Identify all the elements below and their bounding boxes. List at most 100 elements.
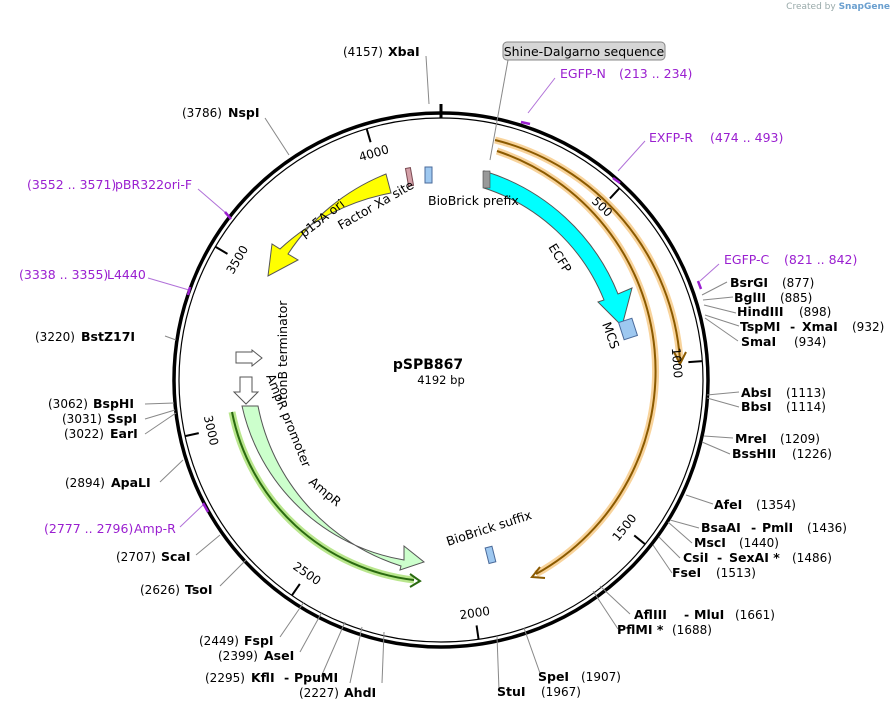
- site-scai: (2707) ScaI: [116, 549, 191, 564]
- svg-text:(3786): (3786): [182, 106, 222, 120]
- site-bsrgi: BsrGI (877): [730, 275, 814, 290]
- svg-text:PmlI: PmlI: [762, 520, 793, 535]
- svg-text:(898): (898): [799, 305, 831, 319]
- svg-text:(1354): (1354): [756, 498, 796, 512]
- tick-mark: [291, 583, 301, 596]
- tick-label: 3000: [201, 414, 221, 447]
- site-absi: AbsI(1113): [741, 385, 826, 400]
- feature-amprprom-arrow: [232, 376, 260, 405]
- credit-prefix: Created by: [786, 2, 836, 12]
- svg-text:-: -: [751, 520, 756, 535]
- svg-text:(1440): (1440): [739, 536, 779, 550]
- primer-pbr322ori-f: pBR322ori-F (3552 .. 3571): [27, 177, 232, 220]
- svg-text:FseI: FseI: [672, 565, 701, 580]
- svg-text:AseI: AseI: [264, 648, 294, 663]
- primer-amp-r: Amp-R (2777 .. 2796): [44, 502, 210, 536]
- svg-text:(885): (885): [780, 291, 812, 305]
- svg-text:(2295): (2295): [205, 671, 245, 685]
- svg-text:-: -: [284, 670, 289, 685]
- feature-mcs-box: [617, 317, 639, 341]
- primer-range-egfp-c: (821 .. 842): [784, 252, 857, 267]
- svg-text:PflMI *: PflMI *: [617, 622, 664, 637]
- site-tspmi-xmai: TspMI-XmaI(932): [740, 319, 884, 334]
- site-csii-sexai: CsiI-SexAI *(1486): [683, 550, 832, 565]
- svg-text:StuI: StuI: [497, 684, 526, 699]
- svg-text:(1513): (1513): [716, 566, 756, 580]
- site-bsshii: BssHII(1226): [732, 446, 832, 461]
- label-bbprefix: BioBrick prefix: [428, 193, 519, 208]
- feature-ampr-arrow: [241, 405, 426, 571]
- tick-marks: [184, 128, 703, 640]
- callout-label: Shine-Dalgarno sequence: [504, 44, 665, 59]
- site-hindiii: HindIII (898): [737, 304, 831, 319]
- callout-box: [502, 41, 666, 61]
- site-apali: (2894)ApaLI: [65, 475, 151, 490]
- svg-text:AhdI: AhdI: [344, 685, 376, 700]
- primer-name-pbr322ori-f: pBR322ori-F: [115, 177, 192, 192]
- primer-exfp-r: EXFP-R (474 .. 493): [612, 130, 783, 185]
- svg-text:SmaI: SmaI: [741, 334, 776, 349]
- svg-text:SspI: SspI: [107, 411, 137, 426]
- feature-bbsuffix-box: [484, 545, 497, 565]
- svg-text:ScaI: ScaI: [161, 549, 191, 564]
- svg-text:(2707): (2707): [116, 550, 156, 564]
- svg-text:(877): (877): [782, 276, 814, 290]
- tick-mark: [365, 128, 372, 143]
- site-bsaai-pmli: BsaAI-PmlI(1436): [701, 520, 847, 535]
- svg-text:TspMI: TspMI: [740, 319, 780, 334]
- shine-dalgarno-callout: Shine-Dalgarno sequence: [489, 41, 666, 161]
- label-ampr: AmpR: [306, 474, 344, 510]
- svg-text:(1661): (1661): [735, 608, 775, 622]
- svg-text:(1967): (1967): [541, 685, 581, 699]
- svg-text:(1907): (1907): [581, 670, 621, 684]
- svg-text:AbsI: AbsI: [741, 385, 772, 400]
- svg-text:(3031): (3031): [62, 412, 102, 426]
- tick-mark: [688, 360, 703, 364]
- svg-text:EarI: EarI: [110, 426, 138, 441]
- svg-text:(1114): (1114): [786, 400, 826, 414]
- tick-label: 2500: [290, 559, 323, 588]
- restriction-sites-right: BsrGI (877) BglII (885) HindIII (898) TspMI…: [496, 275, 884, 699]
- credit-brand: SnapGene: [838, 2, 890, 12]
- primer-arrow-exfp-r: [494, 136, 687, 367]
- plasmid-length: 4192 bp: [417, 373, 465, 387]
- svg-text:(3220): (3220): [35, 330, 75, 344]
- svg-text:(2399): (2399): [218, 649, 258, 663]
- tick-label: 1000: [669, 347, 685, 378]
- primer-egfp-n: EGFP-N (213 .. 234): [520, 66, 692, 126]
- site-kfli-ppumi: (2295)KflI-PpuMI: [205, 670, 338, 685]
- site-fspi: (2449)FspI: [199, 633, 274, 648]
- primer-range-l4440: (3338 .. 3355): [19, 267, 108, 282]
- label-bbsuffix: BioBrick suffix: [444, 507, 533, 549]
- svg-text:ApaLI: ApaLI: [111, 475, 151, 490]
- svg-text:MscI: MscI: [694, 535, 726, 550]
- primer-name-exfp-r: EXFP-R: [649, 130, 693, 145]
- tick-mark: [184, 432, 199, 438]
- site-bglii: BglII (885): [734, 290, 812, 305]
- svg-text:(934): (934): [794, 335, 826, 349]
- svg-text:(1209): (1209): [780, 432, 820, 446]
- site-afliii-mlui: AflIII-MluI(1661): [634, 607, 775, 622]
- site-afei: AfeI (1354): [714, 497, 796, 512]
- svg-text:AfeI: AfeI: [714, 497, 742, 512]
- site-stui: StuI (1967): [497, 684, 581, 699]
- svg-text:HindIII: HindIII: [737, 304, 784, 319]
- plasmid-name: pSPB867: [393, 357, 463, 373]
- svg-text:(932): (932): [852, 320, 884, 334]
- svg-text:BsrGI: BsrGI: [730, 275, 768, 290]
- svg-text:(2626): (2626): [140, 583, 180, 597]
- svg-text:PpuMI: PpuMI: [294, 670, 338, 685]
- snapgene-credit: Created by SnapGene: [786, 2, 890, 12]
- svg-text:BglII: BglII: [734, 290, 766, 305]
- feature-p15a-arrow: [267, 173, 392, 277]
- primer-range-amp-r: (2777 .. 2796): [44, 521, 133, 536]
- primer-name-amp-r: Amp-R: [134, 521, 176, 536]
- site-pflmi: PflMI *(1688): [617, 622, 712, 637]
- svg-text:(1226): (1226): [792, 447, 832, 461]
- svg-text:NspI: NspI: [228, 105, 260, 120]
- svg-text:CsiI: CsiI: [683, 550, 709, 565]
- svg-text:MluI: MluI: [694, 607, 724, 622]
- site-smai: SmaI (934): [741, 334, 826, 349]
